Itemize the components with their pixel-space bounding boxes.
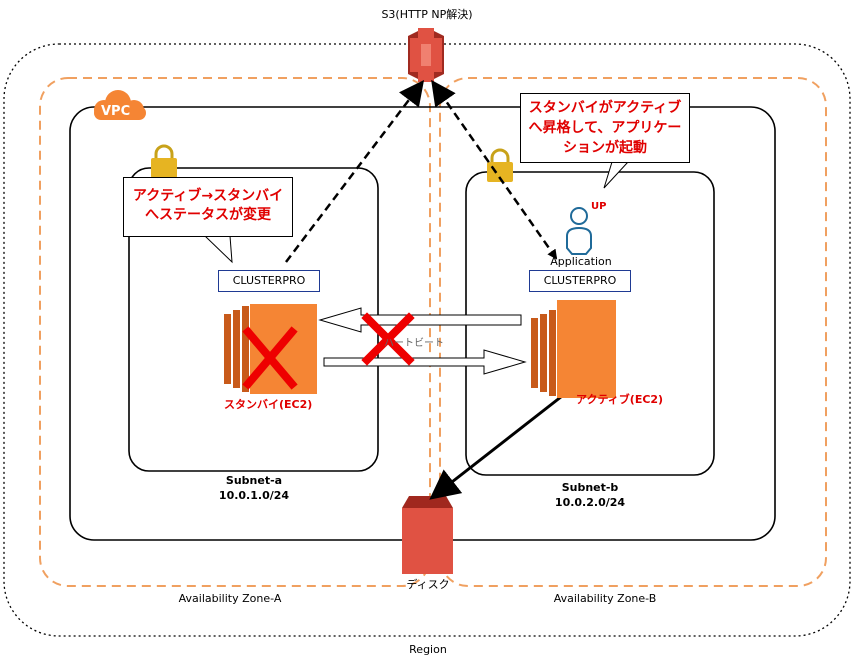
heartbeat-arrow-right [323, 349, 527, 375]
active-to-s3-dashed-link [431, 79, 558, 259]
s3-bucket-icon [408, 28, 444, 82]
ec2-standby-icon [224, 304, 317, 394]
subnet-b-name: Subnet-b [561, 481, 619, 494]
callout-active-line-3: ションが起動 [563, 140, 647, 156]
callout-standby-line-1: アクティブ→スタンバイ [132, 188, 284, 204]
disk-icon [402, 496, 453, 574]
application-user-icon [566, 207, 592, 255]
callout-left-tail [203, 235, 233, 264]
callout-right-tail [603, 161, 630, 189]
heartbeat-label: ハートビート [384, 338, 444, 349]
availability-zone-a [39, 77, 431, 587]
callout-active-line-2: へ昇格して、アプリケー [528, 120, 682, 136]
failure-x-mark-heartbeat [361, 312, 415, 366]
heartbeat-arrow-left [318, 307, 522, 333]
standby-ec2-label: スタンバイ(EC2) [224, 398, 313, 411]
subnet-a-name: Subnet-a [225, 474, 283, 487]
vpc-label: VPC [101, 104, 131, 119]
subnet-b-cidr: 10.0.2.0/24 [554, 496, 626, 509]
ec2-active-icon [531, 300, 616, 398]
subnet-a-cidr: 10.0.1.0/24 [218, 489, 290, 502]
standby-to-s3-dashed-link [285, 80, 425, 263]
callout-active-promotion: スタンバイがアクティブ へ昇格して、アプリケー ションが起動 [520, 93, 690, 163]
region-label: Region [409, 643, 447, 656]
application-label: Application [550, 255, 612, 268]
availability-zone-a-label: Availability Zone-A [178, 592, 282, 605]
active-ec2-label: アクティブ(EC2) [576, 393, 664, 406]
callout-active-line-1: スタンバイがアクティブ [528, 100, 682, 116]
padlock-icon-subnet-a [151, 144, 177, 178]
availability-zone-b-label: Availability Zone-B [553, 592, 657, 605]
clusterpro-standby-box: CLUSTERPRO [218, 270, 320, 292]
app-status-label: UP [591, 201, 607, 212]
availability-zone-b [439, 77, 827, 587]
callout-standby-status: アクティブ→スタンバイ へステータスが変更 [123, 177, 293, 237]
callout-standby-line-2: へステータスが変更 [145, 207, 271, 223]
failure-x-mark-ec2 [242, 326, 298, 390]
disk-label: ディスク [406, 578, 450, 591]
s3-label: S3(HTTP NP解決) [381, 8, 473, 21]
vpc-cloud-icon [94, 90, 146, 120]
active-to-disk-arrow [429, 391, 567, 500]
clusterpro-active-box: CLUSTERPRO [529, 270, 631, 292]
